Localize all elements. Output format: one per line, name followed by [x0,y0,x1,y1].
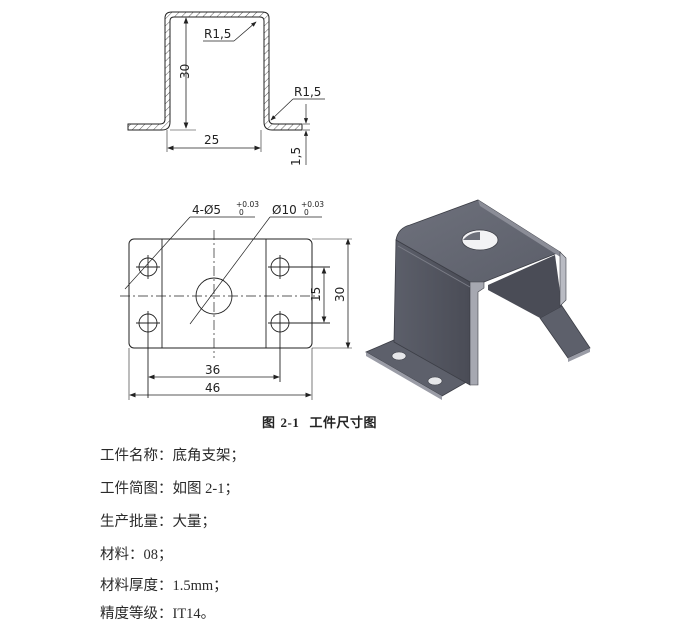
center-hole-tol-lower: 0 [304,208,309,217]
spec-value: 08； [143,547,173,563]
plan-view [120,216,352,400]
spec-label: 生产批量： [100,514,173,530]
bracket-3d-render [365,199,591,400]
small-holes-label: 4-Ø5 [192,203,221,217]
small-holes-tol-lower: 0 [239,208,244,217]
spec-part-name: 工件名称：底角支架； [100,444,245,465]
spec-thickness: 材料厚度：1.5mm； [100,574,228,595]
spec-value: 1.5mm； [172,578,228,594]
spec-value: IT14。 [172,606,216,622]
spec-batch-size: 生产批量：大量； [100,510,216,531]
center-hole-label: Ø10 [272,203,297,217]
radius-top-label: R1,5 [204,27,231,41]
caption-prefix: 图 [262,416,276,431]
section-view: 30 25 R1,5 R1,5 1,5 [127,11,325,166]
spec-value: 如图 2-1； [172,481,239,497]
spec-label: 材料厚度： [100,578,173,594]
spec-label: 工件名称： [100,448,173,464]
width-dim-label: 25 [204,133,219,147]
spec-value: 底角支架； [172,448,246,464]
spec-part-sketch: 工件简图：如图 2-1； [100,477,239,498]
thickness-dim-label: 1,5 [289,147,303,166]
spec-material: 材料：08； [100,543,173,564]
overall-height-label: 30 [333,287,347,302]
spec-label: 精度等级： [100,606,173,622]
small-holes-tol-upper: +0.03 [236,200,259,209]
spec-label: 材料： [100,547,144,563]
figure-caption: 图 2-1 工件尺寸图 [262,412,377,431]
hole-pitch-vertical-label: 15 [309,287,323,302]
spec-value: 大量； [172,514,217,530]
caption-number: 2-1 [280,415,300,430]
caption-title: 工件尺寸图 [309,416,377,431]
center-hole-tol-upper: +0.03 [301,200,324,209]
radius-bottom-label: R1,5 [294,85,321,99]
part-dimension-figure: 30 25 R1,5 R1,5 1,5 [120,11,591,400]
plan-view-labels: 4-Ø5 +0.03 0 Ø10 +0.03 0 15 30 36 46 [192,200,347,395]
overall-width-label: 46 [205,381,220,395]
height-dim-label: 30 [178,64,192,79]
spec-precision-grade: 精度等级：IT14。 [100,602,215,623]
spec-label: 工件简图： [100,481,173,497]
hole-pitch-horizontal-label: 36 [205,363,220,377]
